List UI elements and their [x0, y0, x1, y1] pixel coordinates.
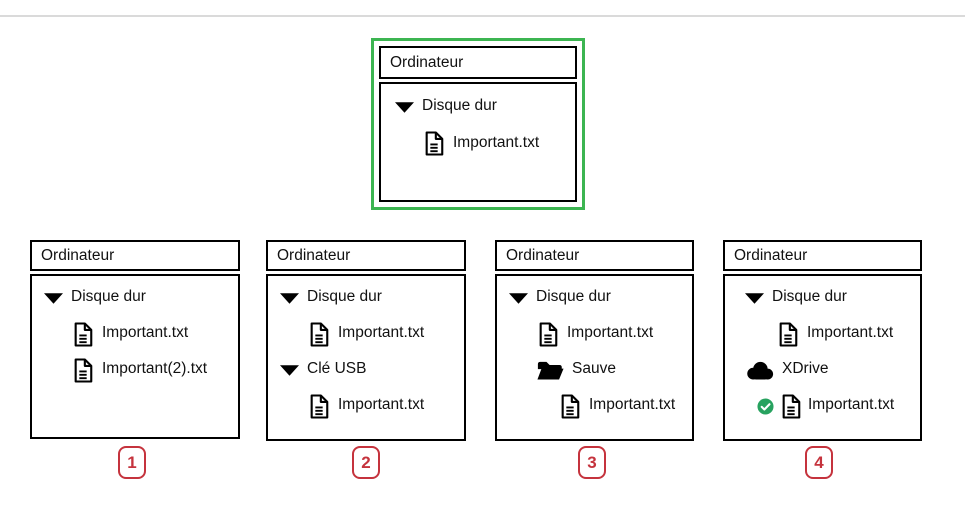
- tree-row-usb: Clé USB: [268, 352, 464, 388]
- triangle-down-icon: [745, 292, 764, 304]
- tree-row-file: Important.txt: [497, 316, 692, 352]
- panel-header: Ordinateur: [379, 46, 577, 79]
- file-name-label: Important.txt: [338, 396, 425, 413]
- file-name-label: Important.txt: [453, 133, 540, 151]
- drive-label: Disque dur: [772, 288, 847, 305]
- drive-label: Disque dur: [71, 288, 146, 305]
- file-name-label: Important.txt: [807, 324, 894, 341]
- folder-open-icon: [537, 360, 564, 380]
- tree-row-file: Important(2).txt: [32, 352, 238, 388]
- panel-header-label: Ordinateur: [734, 246, 808, 264]
- panel-header-label: Ordinateur: [277, 246, 351, 264]
- tree-row-drive: Disque dur: [381, 88, 575, 125]
- document-icon: [537, 321, 559, 348]
- option-panel-1[interactable]: Ordinateur Disque dur Important.txt Impo…: [30, 240, 240, 439]
- option-panel-3[interactable]: Ordinateur Disque dur Important.txt Sauv…: [495, 240, 694, 441]
- cloud-icon: [745, 360, 774, 380]
- triangle-down-icon: [280, 292, 299, 304]
- tree-row-drive: Disque dur: [497, 280, 692, 316]
- tree-row-file-synced: Important.txt: [725, 388, 920, 424]
- document-icon: [559, 393, 581, 420]
- panel-header-label: Ordinateur: [41, 246, 115, 264]
- tree-body: Disque dur Important.txt Sauve Important…: [495, 274, 694, 441]
- option-badge-3[interactable]: 3: [578, 446, 606, 479]
- tree-row-file: Important.txt: [268, 316, 464, 352]
- document-icon: [308, 321, 330, 348]
- top-divider: [0, 15, 965, 17]
- panel-header: Ordinateur: [266, 240, 466, 271]
- option-number: 2: [361, 452, 371, 472]
- check-badge-icon: [757, 397, 774, 415]
- file-name-label: Important.txt: [338, 324, 425, 341]
- option-badge-4[interactable]: 4: [805, 446, 833, 479]
- document-icon: [777, 321, 799, 348]
- drive-label: Clé USB: [307, 360, 367, 377]
- option-badge-1[interactable]: 1: [118, 446, 146, 479]
- tree-row-drive: Disque dur: [268, 280, 464, 316]
- triangle-down-icon: [44, 292, 63, 304]
- panel-header-label: Ordinateur: [506, 246, 580, 264]
- tree-row-file: Important.txt: [268, 388, 464, 424]
- panel-header: Ordinateur: [30, 240, 240, 271]
- file-name-label: Important(2).txt: [102, 360, 208, 377]
- tree-row-file: Important.txt: [497, 388, 692, 424]
- tree-row-drive: Disque dur: [725, 280, 920, 316]
- document-icon: [423, 130, 445, 157]
- panel-header: Ordinateur: [723, 240, 922, 271]
- triangle-down-icon: [395, 101, 414, 113]
- option-number: 1: [127, 452, 137, 472]
- document-icon: [308, 393, 330, 420]
- tree-row-cloud-drive: XDrive: [725, 352, 920, 388]
- cloud-drive-label: XDrive: [782, 360, 829, 377]
- triangle-down-icon: [509, 292, 528, 304]
- document-icon: [780, 393, 802, 420]
- tree-row-file: Important.txt: [725, 316, 920, 352]
- triangle-down-icon: [280, 364, 299, 376]
- option-number: 3: [587, 452, 597, 472]
- tree-body: Disque dur Important.txt Important(2).tx…: [30, 274, 240, 439]
- tree-body: Disque dur Important.txt Clé USB Importa…: [266, 274, 466, 441]
- option-panel-4[interactable]: Ordinateur Disque dur Important.txt XDri…: [723, 240, 922, 441]
- tree-row-folder: Sauve: [497, 352, 692, 388]
- tree-row-file: Important.txt: [32, 316, 238, 352]
- option-panel-2[interactable]: Ordinateur Disque dur Important.txt Clé …: [266, 240, 466, 441]
- panel-header: Ordinateur: [495, 240, 694, 271]
- drive-label: Disque dur: [422, 96, 497, 114]
- tree-row-drive: Disque dur: [32, 280, 238, 316]
- tree-row-file: Important.txt: [381, 125, 575, 162]
- tree-body: Disque dur Important.txt: [379, 82, 577, 202]
- folder-label: Sauve: [572, 360, 616, 377]
- option-badge-2[interactable]: 2: [352, 446, 380, 479]
- drive-label: Disque dur: [307, 288, 382, 305]
- document-icon: [72, 357, 94, 384]
- file-name-label: Important.txt: [808, 396, 895, 413]
- option-number: 4: [814, 452, 824, 472]
- drive-label: Disque dur: [536, 288, 611, 305]
- document-icon: [72, 321, 94, 348]
- file-name-label: Important.txt: [589, 396, 676, 413]
- file-name-label: Important.txt: [567, 324, 654, 341]
- file-name-label: Important.txt: [102, 324, 189, 341]
- tree-body: Disque dur Important.txt XDrive: [723, 274, 922, 441]
- reference-panel: Ordinateur Disque dur Important.txt: [371, 38, 585, 210]
- panel-header-label: Ordinateur: [390, 53, 464, 71]
